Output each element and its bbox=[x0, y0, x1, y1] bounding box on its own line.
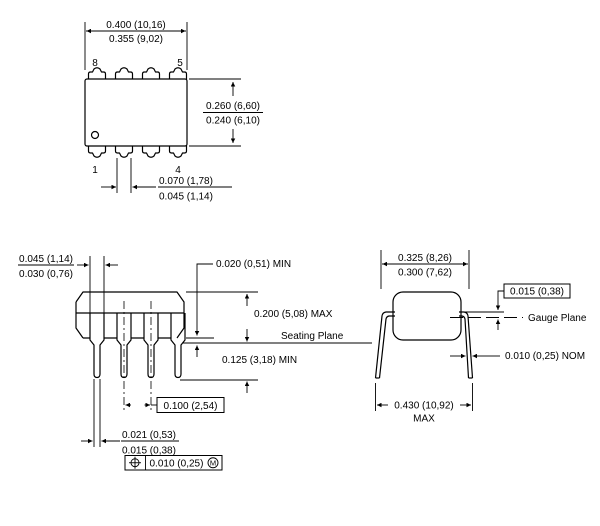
dim-shoulder-width: 0.045 (1,14) 0.030 (0,76) bbox=[18, 254, 118, 313]
dim-gauge-offset-value: 0.015 (0,38) bbox=[510, 287, 564, 298]
top-view-body bbox=[84, 78, 188, 147]
dim-lead-length: 0.125 (3,18) MIN bbox=[180, 355, 297, 393]
dim-lead-thickness: 0.010 (0,25) NOM bbox=[450, 351, 585, 362]
mmc-modifier-letter: M bbox=[210, 459, 216, 468]
pin-8-label: 8 bbox=[92, 58, 98, 69]
true-position-icon bbox=[129, 456, 141, 469]
dim-body-length: 0.260 (6,60) 0.240 (6,10) bbox=[189, 78, 263, 147]
dim-body-height-value: 0.200 (5,08) MAX bbox=[254, 309, 333, 320]
seating-plane: Seating Plane bbox=[183, 331, 372, 344]
dim-lead-span-min: 0.300 (7,62) bbox=[398, 268, 452, 279]
dim-pin-width: 0.070 (1,78) 0.045 (1,14) bbox=[101, 158, 232, 203]
dim-lead-length-value: 0.125 (3,18) MIN bbox=[222, 355, 297, 366]
dim-lead-span-max: 0.325 (8,26) bbox=[398, 253, 452, 264]
dim-shoulder-width-max: 0.045 (1,14) bbox=[19, 254, 73, 265]
front-view-leads bbox=[89, 312, 186, 379]
dim-lead-width-max: 0.021 (0,53) bbox=[122, 430, 176, 441]
mmc-modifier-icon: M bbox=[207, 457, 219, 469]
dim-body-width: 0.400 (10,16) 0.355 (9,02) bbox=[84, 20, 188, 70]
dim-lead-thickness-value: 0.010 (0,25) NOM bbox=[505, 351, 585, 362]
dim-lead-pitch-value: 0.100 (2,54) bbox=[164, 401, 218, 412]
gauge-plane-label: Gauge Plane bbox=[528, 313, 587, 324]
dim-standoff-value: 0.020 (0,51) MIN bbox=[216, 259, 291, 270]
end-view: 0.325 (8,26) 0.300 (7,62) Gauge Plane 0.… bbox=[374, 250, 587, 425]
front-view-body bbox=[75, 291, 185, 339]
position-tolerance-value: 0.010 (0,25) bbox=[150, 459, 204, 470]
dim-body-height: 0.200 (5,08) MAX bbox=[186, 291, 333, 342]
top-view-pins bbox=[87, 67, 188, 158]
pin-5-label: 5 bbox=[177, 58, 183, 69]
dim-standoff: 0.020 (0,51) MIN bbox=[186, 259, 291, 357]
dim-lead-span: 0.325 (8,26) 0.300 (7,62) bbox=[380, 250, 470, 289]
dim-lead-width-min: 0.015 (0,38) bbox=[122, 446, 176, 457]
end-view-leads bbox=[374, 311, 474, 379]
dim-overall-span: 0.430 (10,92) MAX bbox=[375, 383, 473, 425]
dim-shoulder-width-min: 0.030 (0,76) bbox=[19, 269, 73, 280]
top-view: 8 5 1 4 0.400 (10,16) 0.355 (9,02) 0.260… bbox=[84, 20, 263, 203]
dim-lead-pitch: 0.100 (2,54) bbox=[125, 397, 225, 413]
dim-overall-span-value: 0.430 (10,92) bbox=[394, 401, 454, 412]
dim-lead-width: 0.021 (0,53) 0.015 (0,38) bbox=[81, 379, 179, 457]
seating-plane-label: Seating Plane bbox=[281, 331, 344, 342]
pin-4-label: 4 bbox=[175, 165, 181, 176]
dim-overall-span-qualifier: MAX bbox=[413, 414, 435, 425]
dim-body-length-min: 0.240 (6,10) bbox=[206, 116, 260, 127]
dim-body-width-min: 0.355 (9,02) bbox=[109, 34, 163, 45]
front-view: 0.045 (1,14) 0.030 (0,76) 0.020 (0,51) M… bbox=[18, 254, 372, 471]
pin1-indicator-dot bbox=[90, 130, 100, 140]
dim-pin-width-min: 0.045 (1,14) bbox=[159, 192, 213, 203]
gauge-plane: Gauge Plane 0.015 (0,38) bbox=[450, 283, 587, 330]
pin-1-label: 1 bbox=[92, 165, 98, 176]
position-tolerance-frame: 0.010 (0,25) M bbox=[124, 455, 223, 471]
dim-body-length-max: 0.260 (6,60) bbox=[206, 101, 260, 112]
dim-body-width-max: 0.400 (10,16) bbox=[106, 20, 166, 31]
dim-pin-width-max: 0.070 (1,78) bbox=[159, 176, 213, 187]
end-view-body bbox=[392, 291, 462, 341]
